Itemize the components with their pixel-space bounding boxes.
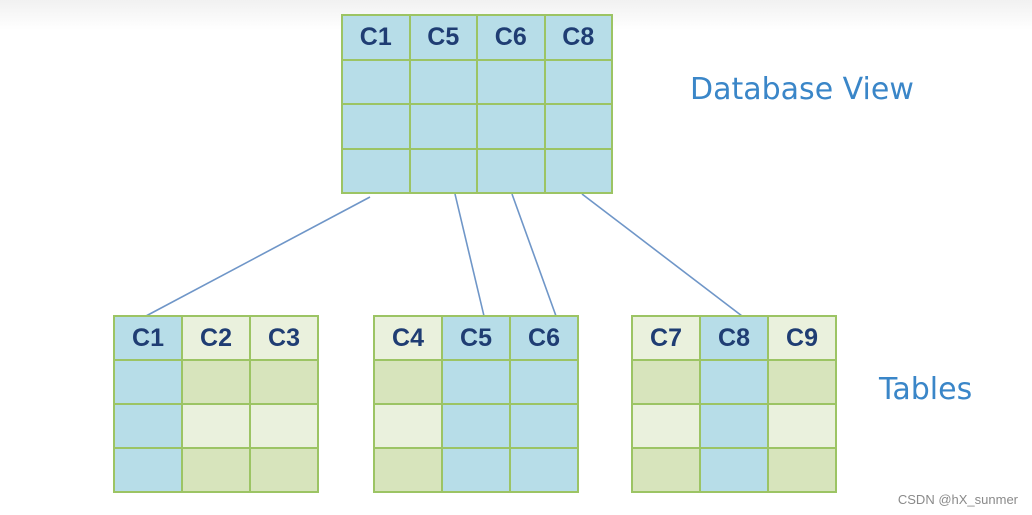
table-cell <box>115 361 181 403</box>
view-cell <box>545 60 611 103</box>
view-cell <box>545 105 611 148</box>
view-header-cell: C6 <box>478 16 544 59</box>
table-cell <box>633 405 699 447</box>
table-header-cell: C9 <box>769 317 835 359</box>
view-cell <box>478 105 544 148</box>
table-cell <box>115 405 181 447</box>
connector-c6 <box>511 193 557 317</box>
table-cell <box>375 361 441 403</box>
table-cell <box>443 405 509 447</box>
table-2-grid: C4 C5 C6 <box>373 315 579 493</box>
table-cell <box>633 449 699 491</box>
table-header-cell: C2 <box>183 317 249 359</box>
table-cell <box>183 405 249 447</box>
table-header-cell: C8 <box>701 317 767 359</box>
view-cell <box>343 105 409 148</box>
table-1-grid: C1 C2 C3 <box>113 315 319 493</box>
view-cell <box>343 149 409 192</box>
database-view-label: Database View <box>690 72 914 107</box>
view-cell <box>545 149 611 192</box>
view-cell <box>343 60 409 103</box>
connector-c8 <box>581 193 743 317</box>
view-cell <box>478 60 544 103</box>
table-cell <box>375 449 441 491</box>
view-cell <box>478 149 544 192</box>
view-header-cell: C5 <box>410 16 476 59</box>
table-cell <box>511 361 577 403</box>
view-cell <box>410 149 476 192</box>
table-cell <box>511 449 577 491</box>
connector-c1 <box>145 196 371 317</box>
table-header-cell: C5 <box>443 317 509 359</box>
table-cell <box>251 361 317 403</box>
table-cell <box>769 449 835 491</box>
tables-label: Tables <box>879 372 973 407</box>
view-header-cell: C1 <box>343 16 409 59</box>
table-3-grid: C7 C8 C9 <box>631 315 837 493</box>
table-cell <box>701 449 767 491</box>
table-cell <box>183 361 249 403</box>
table-header-cell: C1 <box>115 317 181 359</box>
table-cell <box>443 449 509 491</box>
view-cell <box>410 105 476 148</box>
watermark: CSDN @hX_sunmer <box>897 492 1018 507</box>
table-cell <box>183 449 249 491</box>
database-view-grid: C1 C5 C6 C8 <box>341 14 613 194</box>
table-cell <box>115 449 181 491</box>
view-cell <box>410 60 476 103</box>
table-header-cell: C7 <box>633 317 699 359</box>
table-header-cell: C6 <box>511 317 577 359</box>
table-cell <box>633 361 699 403</box>
table-cell <box>251 449 317 491</box>
table-cell <box>701 361 767 403</box>
table-cell <box>251 405 317 447</box>
table-cell <box>769 405 835 447</box>
table-cell <box>511 405 577 447</box>
table-cell <box>701 405 767 447</box>
table-header-cell: C3 <box>251 317 317 359</box>
connector-c5 <box>454 193 485 317</box>
table-cell <box>375 405 441 447</box>
table-cell <box>443 361 509 403</box>
view-header-cell: C8 <box>545 16 611 59</box>
table-cell <box>769 361 835 403</box>
table-header-cell: C4 <box>375 317 441 359</box>
